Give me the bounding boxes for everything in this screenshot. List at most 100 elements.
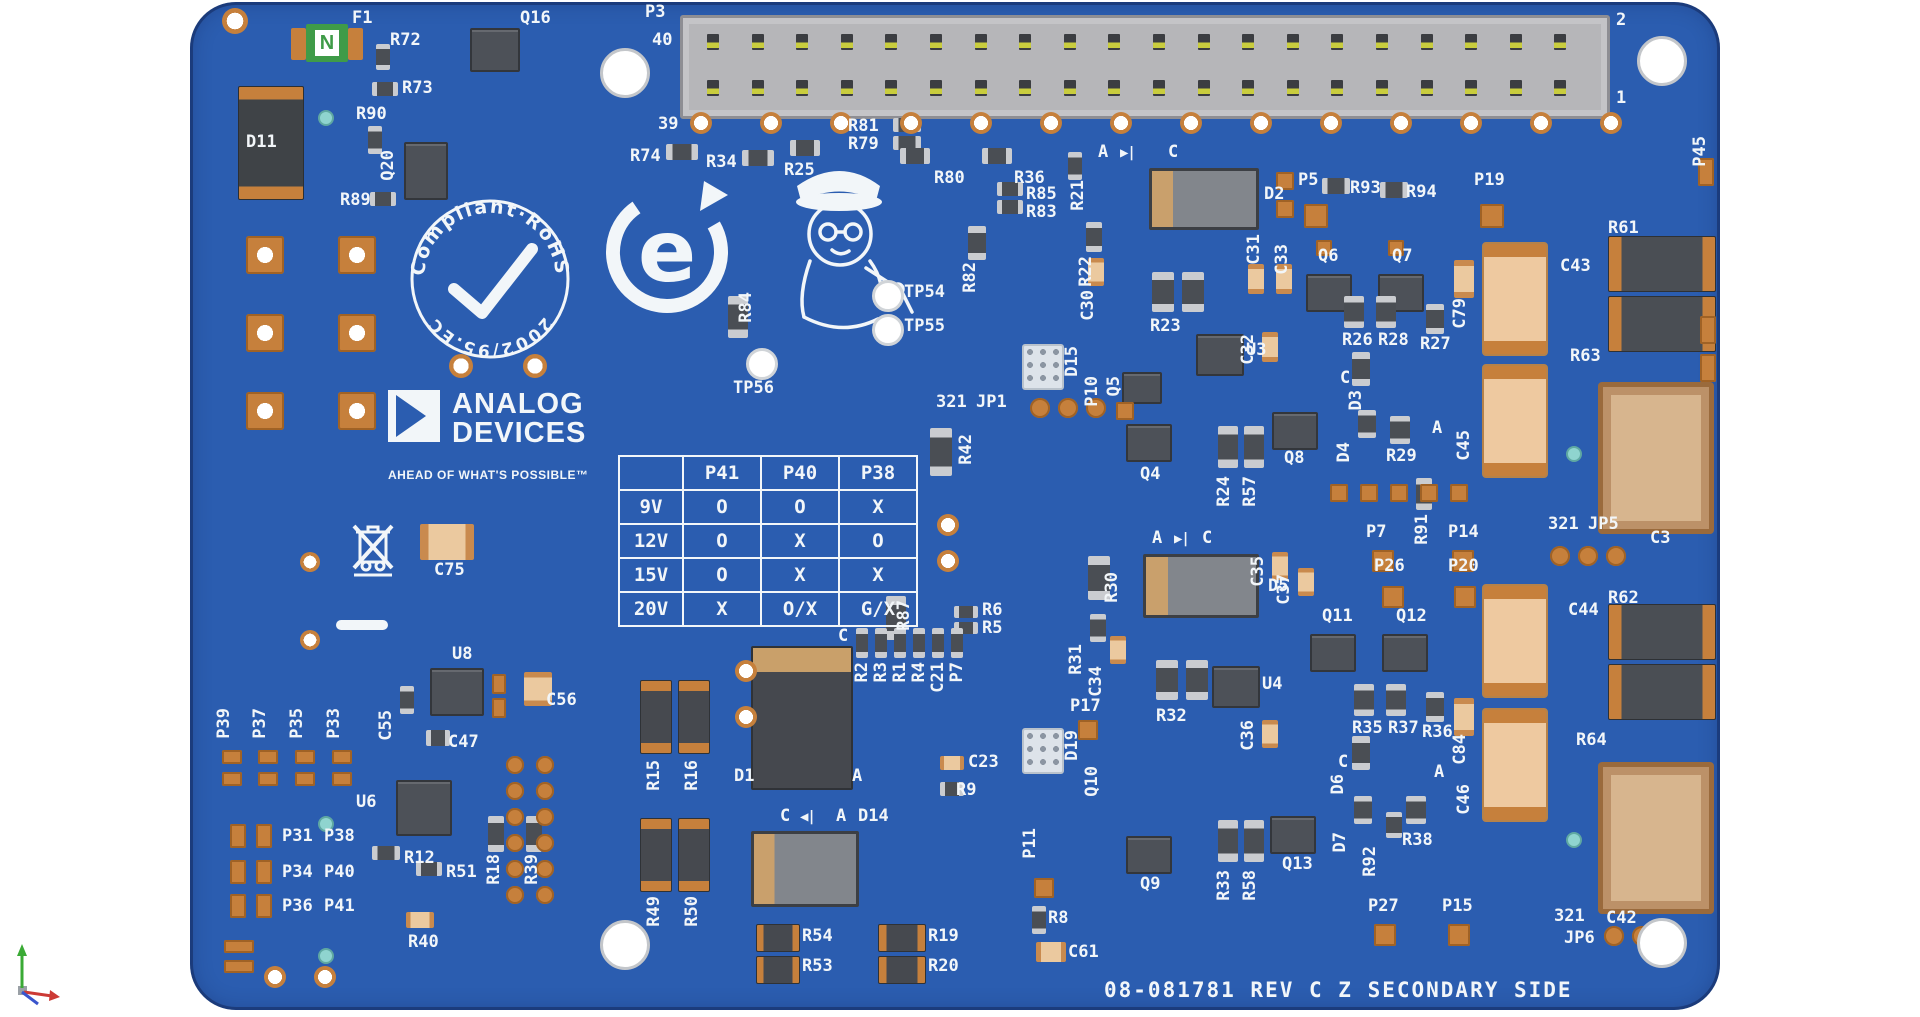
component-resv <box>968 226 986 260</box>
silk-d4: D4 <box>1334 442 1354 463</box>
silk-r83: R83 <box>1026 202 1057 222</box>
connector-pin <box>885 80 898 96</box>
axis-z-arrow <box>21 990 39 1006</box>
component-resv <box>856 628 868 658</box>
connector-pin <box>974 34 987 50</box>
silk-q11: Q11 <box>1322 606 1353 626</box>
silk-a: A <box>1432 418 1443 438</box>
silk-r19: R19 <box>928 926 959 946</box>
mascot-glasses <box>818 222 838 242</box>
component-holec <box>300 552 320 572</box>
component-padc <box>536 782 554 800</box>
silk-jp5: JP5 <box>1588 514 1619 534</box>
silk-a: A <box>1152 528 1163 548</box>
component-padc <box>1058 398 1078 418</box>
silk-r90: R90 <box>356 104 387 124</box>
component-resv <box>894 628 906 658</box>
silk-r74: R74 <box>630 146 661 166</box>
axis-gizmo[interactable] <box>12 944 64 1008</box>
silk-c46: C46 <box>1454 784 1474 815</box>
component-sq <box>246 392 284 430</box>
component-tcap <box>1036 942 1066 962</box>
silk-r37: R37 <box>1388 718 1419 738</box>
component-pad <box>1276 200 1294 218</box>
connector-pin <box>1420 34 1433 50</box>
silk-r49: R49 <box>644 896 664 927</box>
silk-a: A <box>1098 142 1109 162</box>
silk-r25: R25 <box>784 160 815 180</box>
component-chip <box>1212 666 1260 708</box>
silk-c61: C61 <box>1068 942 1099 962</box>
silk-d6: D6 <box>1328 774 1348 795</box>
silk-q10: Q10 <box>1082 766 1102 797</box>
component-holec <box>900 112 922 134</box>
silk-c36: C36 <box>1238 720 1258 751</box>
component-bigres <box>1608 664 1716 720</box>
axis-y-arrowhead <box>17 944 27 956</box>
voltage-table-cell: P38 <box>838 455 918 491</box>
component-pad <box>222 772 242 786</box>
voltage-table-cell: 9V <box>618 489 684 525</box>
connector-pin <box>751 80 764 96</box>
silk-r36: R36 <box>1422 722 1453 742</box>
component-pad <box>1078 720 1098 740</box>
component-resv <box>932 628 944 658</box>
silk-p14: P14 <box>1448 522 1479 542</box>
component-chip <box>1310 634 1356 672</box>
silk-u3: U3 <box>1246 340 1267 360</box>
component-res <box>982 148 1012 164</box>
component-chip <box>470 28 520 72</box>
component-dtall <box>751 646 853 790</box>
component-resv <box>1344 296 1364 328</box>
silk-p41: P41 <box>324 896 355 916</box>
component-holec <box>1530 112 1552 134</box>
voltage-table-cell: X <box>760 557 840 593</box>
connector-pin <box>1019 34 1032 50</box>
component-tcapv <box>1248 264 1264 294</box>
silk-r94: R94 <box>1406 182 1437 202</box>
silk-c: C <box>1202 528 1213 548</box>
component-holec <box>1040 112 1062 134</box>
component-pad <box>332 772 352 786</box>
axis-x-arrow <box>23 990 53 998</box>
component-padc <box>506 782 524 800</box>
connector-pin <box>1242 34 1255 50</box>
component-sq <box>338 236 376 274</box>
component-diode <box>751 831 859 907</box>
component-sq <box>338 314 376 352</box>
silk-p17: P17 <box>1070 696 1101 716</box>
e-logo-letter: e <box>638 202 696 302</box>
component-pad <box>1420 484 1438 502</box>
component-chip <box>1126 836 1172 874</box>
component-resv <box>1386 812 1402 838</box>
component-via <box>1566 446 1582 462</box>
silk-d19: D19 <box>1062 730 1082 761</box>
component-holec <box>1600 112 1622 134</box>
silk-r21: R21 <box>1068 180 1088 211</box>
silk-r50: R50 <box>682 896 702 927</box>
component-pad <box>492 674 506 694</box>
component-holec <box>222 8 248 34</box>
silk-r8: R8 <box>1048 908 1069 928</box>
component-sq <box>246 314 284 352</box>
component-padc <box>506 834 524 852</box>
silk-q12: Q12 <box>1396 606 1427 626</box>
connector-pin <box>1108 80 1121 96</box>
silk-1: 1 <box>1616 88 1627 108</box>
component-padc <box>1550 546 1570 566</box>
svg-text:Compliant·RoHS: Compliant·RoHS <box>408 197 572 277</box>
p3-connector <box>680 15 1610 119</box>
silk-r81: R81 <box>848 116 879 136</box>
voltage-table-cell: X <box>838 489 918 525</box>
component-resv <box>1354 684 1374 716</box>
component-pad <box>1700 316 1716 344</box>
component-resv <box>1086 222 1102 252</box>
e-recycle-logo: e <box>606 181 728 313</box>
component-holec <box>300 630 320 650</box>
component-pad <box>1388 240 1404 256</box>
connector-pin <box>840 34 853 50</box>
connector-pin <box>1465 34 1478 50</box>
rohs-top-text: Compliant·RoHS <box>408 197 571 277</box>
component-pad <box>1276 172 1294 190</box>
